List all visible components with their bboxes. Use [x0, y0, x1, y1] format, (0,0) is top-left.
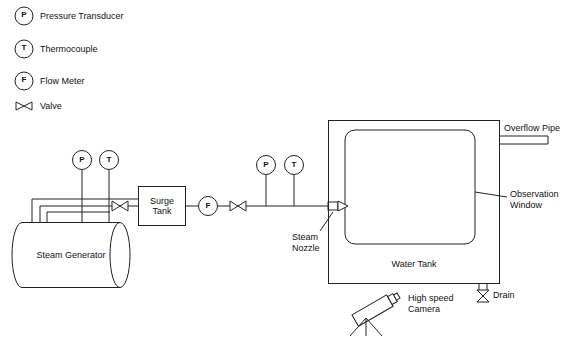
tank-box: Water Tank — [328, 120, 500, 284]
node-label: Surge Tank — [139, 196, 185, 217]
instrument-letter: T — [105, 155, 114, 164]
pipe-wall — [47, 212, 110, 222]
legend-text: Pressure Transducer — [40, 11, 124, 22]
generator-cylinder: Steam Generator — [12, 222, 130, 288]
callout-label: Steam Nozzle — [292, 232, 332, 254]
steam-nozzle — [328, 202, 338, 210]
pipe-connector — [109, 170, 110, 222]
legend-flow-symbol — [15, 72, 33, 90]
callout-label: Drain — [493, 290, 533, 301]
legend-text: Flow Meter — [40, 76, 85, 87]
legend-pressure-symbol — [15, 7, 33, 25]
observation-window — [345, 130, 475, 244]
instrument-letter: T — [290, 160, 299, 169]
leader-line — [320, 212, 333, 231]
legend-letter: F — [15, 75, 33, 85]
tank-box: Surge Tank — [138, 186, 186, 226]
instrument-stem — [266, 175, 267, 206]
legend-letter: T — [15, 43, 33, 53]
overflow-pipe — [500, 136, 548, 144]
nozzle-tip — [338, 201, 348, 211]
instrument-circle: T — [284, 155, 304, 175]
instrument-letter: P — [261, 160, 270, 169]
instrument-letter: F — [204, 201, 213, 210]
legend-valve-symbol — [16, 102, 32, 110]
node-label: Steam Generator — [34, 250, 107, 260]
camera-drawing — [352, 290, 402, 326]
instrument-circle: T — [99, 150, 119, 170]
drain-pipe — [479, 284, 487, 290]
legend-letter: P — [15, 10, 33, 20]
pipe-connector — [82, 170, 83, 222]
callout-label: Observation Window — [510, 189, 567, 211]
tripod — [350, 318, 382, 336]
callout-label: Overflow Pipe — [504, 123, 568, 134]
instrument-circle: P — [256, 155, 276, 175]
legend-text: Valve — [40, 101, 62, 112]
instrument-circle: F — [198, 196, 218, 216]
instrument-circle: P — [72, 150, 92, 170]
legend-thermocouple-symbol — [15, 40, 33, 58]
drain-valve — [477, 290, 489, 302]
instrument-letter: P — [77, 155, 86, 164]
valve-symbol — [112, 201, 128, 211]
valve-symbol — [230, 201, 246, 211]
callout-label: High speed Camera — [408, 293, 462, 315]
pipe-wall — [32, 199, 138, 222]
instrument-stem — [294, 175, 295, 206]
node-label: Water Tank — [389, 259, 438, 269]
leader-line — [475, 192, 507, 197]
pipe-connector — [186, 206, 198, 207]
legend-text: Thermocouple — [40, 44, 98, 55]
